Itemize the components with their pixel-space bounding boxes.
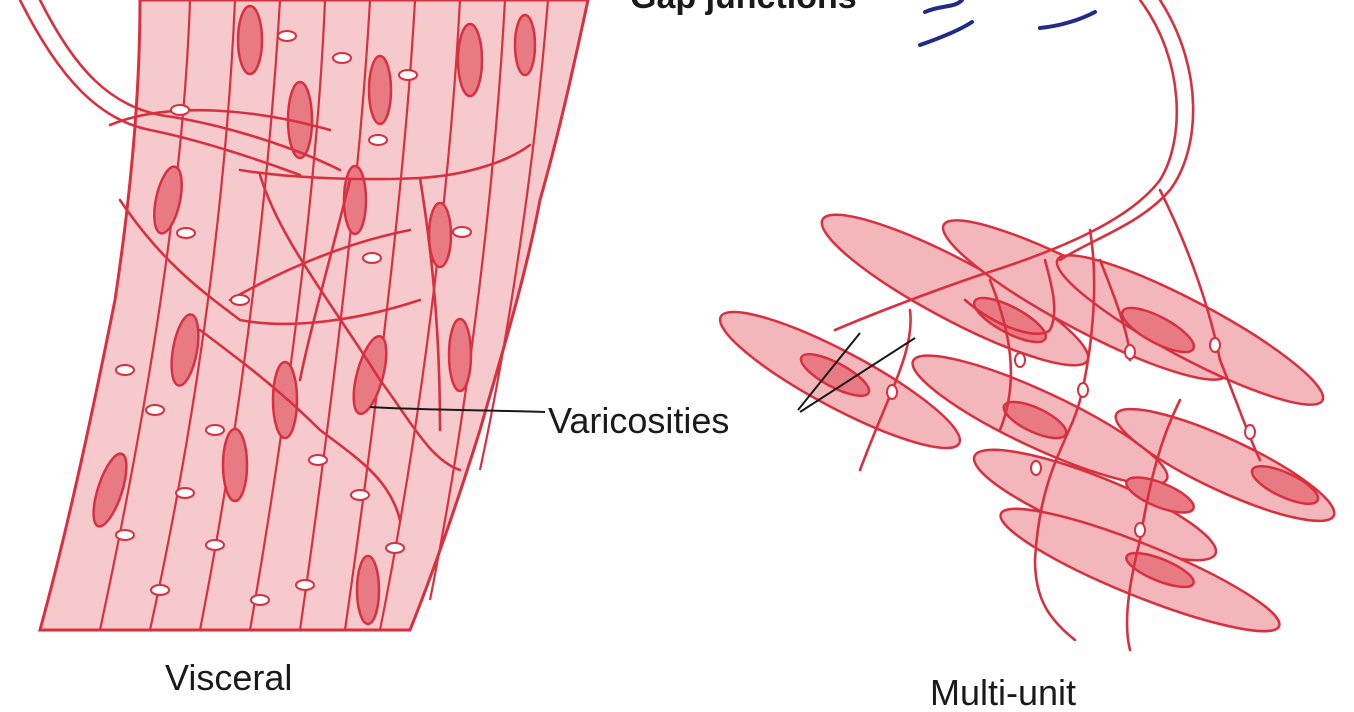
multi-unit-muscle: [708, 0, 1345, 650]
varicosities-label: Varicosities: [548, 400, 729, 441]
gap-junctions-label: Gap junctions: [630, 0, 857, 16]
visceral-muscle: [20, 0, 588, 630]
multi-unit-label: Multi-unit: [930, 672, 1076, 712]
gap-junction-marks: [920, 0, 1095, 45]
visceral-label: Visceral: [165, 657, 292, 698]
